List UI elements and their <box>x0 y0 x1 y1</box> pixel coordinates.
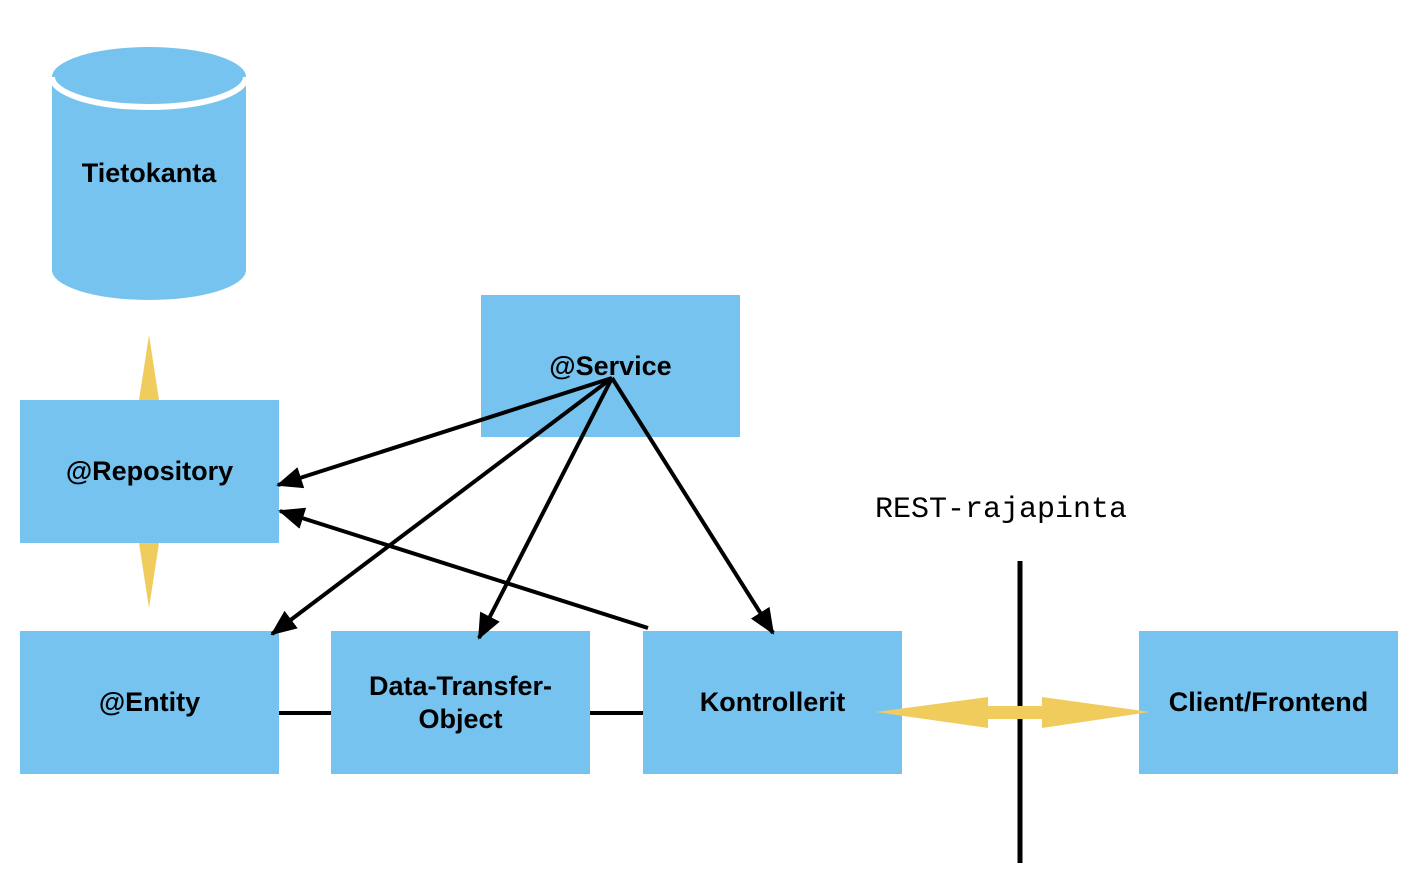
client-frontend-box: Client/Frontend <box>1139 631 1398 774</box>
entity-box: @Entity <box>20 631 279 774</box>
database-label: Tietokanta <box>81 158 217 188</box>
rest-boundary-label: REST-rajapinta <box>875 493 1128 527</box>
service-to-repository-arrow <box>276 376 613 489</box>
dto-box: Data-Transfer- Object <box>331 631 590 774</box>
database-cylinder-icon <box>49 47 249 300</box>
service-to-dto-arrow <box>477 377 614 640</box>
service-to-entity-arrow <box>270 376 614 636</box>
controllers-client-double-arrow <box>876 697 1150 728</box>
repository-box: @Repository <box>20 400 279 543</box>
db-repository-double-arrow <box>139 335 159 400</box>
service-box: @Service <box>481 295 740 437</box>
controllers-box: Kontrollerit <box>643 631 902 774</box>
repository-entity-double-arrow <box>139 543 159 608</box>
controllers-to-repository-arrow <box>278 507 649 630</box>
service-to-controllers-arrow <box>610 376 775 635</box>
